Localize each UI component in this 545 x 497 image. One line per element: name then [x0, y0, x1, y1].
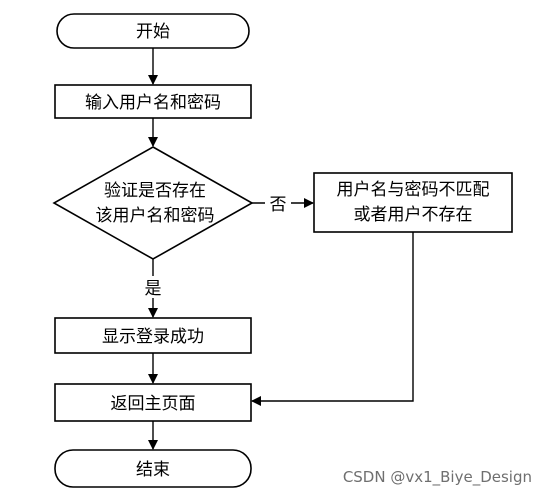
success-label: 显示登录成功 — [102, 327, 204, 347]
error-process-box: 用户名与密码不匹配 或者用户不存在 — [313, 172, 513, 233]
start-terminal: 开始 — [56, 13, 250, 49]
success-process-box: 显示登录成功 — [54, 317, 252, 354]
return-home-label: 返回主页面 — [111, 394, 196, 414]
arrow-error-to-return — [251, 232, 414, 406]
end-terminal: 结束 — [54, 449, 252, 488]
return-home-process-box: 返回主页面 — [54, 383, 252, 422]
input-process-box: 输入用户名和密码 — [54, 84, 252, 119]
csdn-watermark: CSDN @vx1_Biye_Design — [342, 468, 532, 486]
decision-line2: 该用户名和密码 — [96, 206, 215, 226]
no-label-background — [265, 193, 291, 213]
yes-edge-label: 是 — [145, 279, 162, 299]
verify-decision: 验证是否存在 该用户名和密码 — [52, 146, 254, 260]
decision-line1: 验证是否存在 — [104, 181, 206, 201]
error-line1: 用户名与密码不匹配 — [337, 180, 490, 200]
error-line2: 或者用户不存在 — [354, 205, 473, 225]
yes-label-background — [140, 276, 166, 298]
no-edge-label: 否 — [270, 195, 287, 215]
end-label: 结束 — [136, 460, 170, 480]
input-label: 输入用户名和密码 — [85, 93, 221, 113]
start-label: 开始 — [136, 22, 170, 42]
